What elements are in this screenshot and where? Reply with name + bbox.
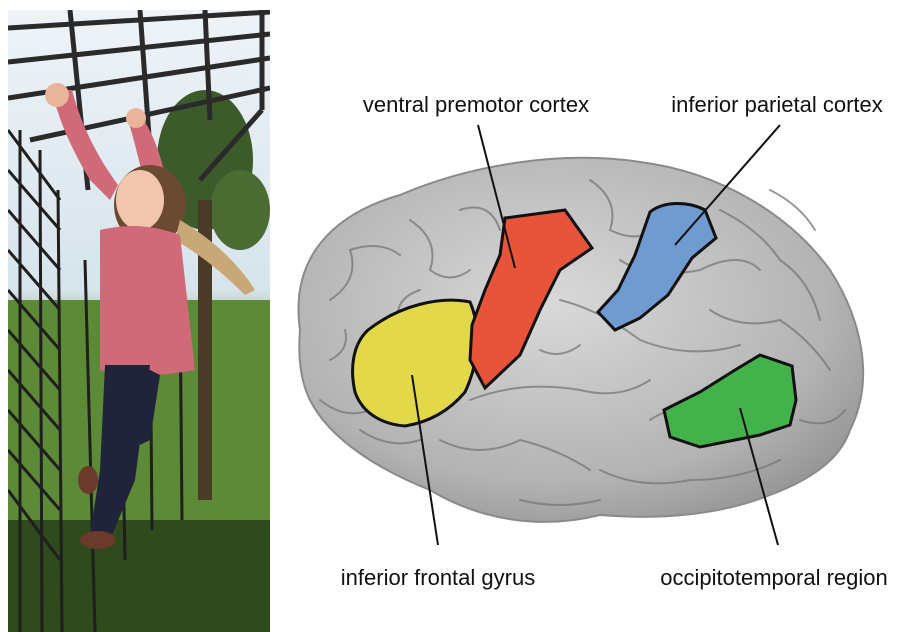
photo-panel <box>8 10 270 632</box>
label-inferior-frontal-gyrus: inferior frontal gyrus <box>341 565 535 590</box>
label-occipitotemporal-region: occipitotemporal region <box>660 565 887 590</box>
grass-shadow <box>8 520 270 632</box>
label-inferior-parietal-cortex: inferior parietal cortex <box>671 92 883 117</box>
label-ventral-premotor-cortex: ventral premotor cortex <box>363 92 589 117</box>
brain-diagram: ventral premotor cortex inferior parieta… <box>298 92 887 590</box>
tree <box>210 170 270 250</box>
